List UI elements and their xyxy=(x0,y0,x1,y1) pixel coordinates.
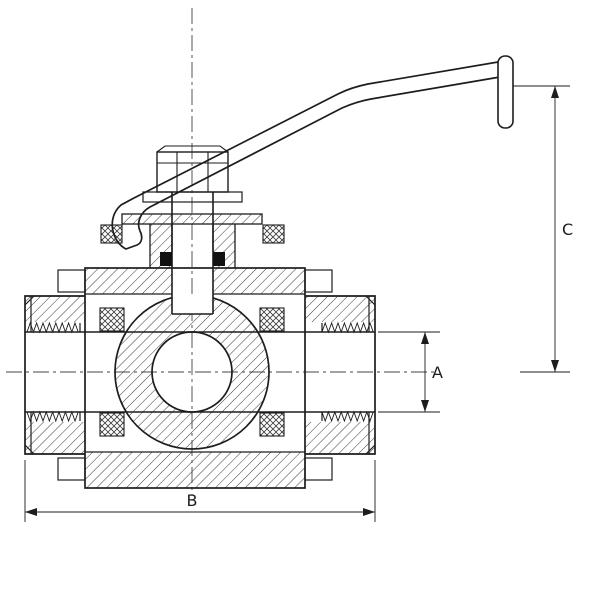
seat-left-top xyxy=(100,308,124,331)
cavity-lines xyxy=(85,293,305,453)
dim-a-arrow-top xyxy=(421,332,429,344)
ball-section-hatch xyxy=(115,295,270,450)
right-lug xyxy=(262,224,285,244)
dim-c-extension-lines xyxy=(513,85,570,373)
handle-grip-end xyxy=(497,55,514,129)
dim-b-arrow-left xyxy=(25,508,37,516)
dimension-b xyxy=(24,460,376,522)
pipe-threads xyxy=(26,321,374,423)
dim-a-arrow-bottom xyxy=(421,400,429,412)
seat-left-bottom xyxy=(100,413,124,436)
left-cap-hatch-bottom xyxy=(25,422,85,454)
thread-left-top xyxy=(26,321,79,334)
packing-right xyxy=(213,252,225,266)
right-lug-hatch xyxy=(263,225,284,243)
left-port xyxy=(24,295,85,455)
handle xyxy=(111,55,514,250)
right-cap-hatch-bottom xyxy=(305,422,375,454)
dimension-c xyxy=(513,85,570,373)
seat-right-bottom xyxy=(260,413,284,436)
body-hatch-top-right xyxy=(213,268,305,294)
thread-right-top xyxy=(321,321,374,334)
section-hatching xyxy=(25,214,375,488)
bonnet-plate-hatch xyxy=(122,214,262,224)
stem-washer xyxy=(142,191,243,203)
boss-bottom-left xyxy=(57,457,86,481)
dim-a-label: A xyxy=(432,363,443,382)
dim-c-arrow-top xyxy=(551,86,559,98)
dim-b-label: B xyxy=(187,491,198,510)
left-lug-hatch xyxy=(101,225,122,243)
right-port xyxy=(305,295,376,455)
dim-c-arrow-bottom xyxy=(551,360,559,372)
body-hatch-top-left xyxy=(85,268,172,294)
thread-right-bottom xyxy=(321,410,374,423)
body-hatch-bottom xyxy=(85,452,305,488)
packing-left xyxy=(160,252,172,266)
ball-bore xyxy=(151,331,233,413)
stem-assembly xyxy=(100,191,285,315)
thread-left-bottom xyxy=(26,410,79,423)
neck-walls xyxy=(149,224,236,268)
ball xyxy=(114,294,270,450)
right-cap-hatch-top xyxy=(305,296,375,322)
boss-top-left xyxy=(57,269,86,293)
body-block xyxy=(84,267,306,489)
dim-c-label: C xyxy=(562,220,573,239)
seat-outlines xyxy=(99,307,285,437)
boss-bottom-right xyxy=(304,457,333,481)
stem-slot-mask xyxy=(172,294,213,314)
left-cap-hatch-top xyxy=(25,296,85,322)
dimension-a xyxy=(378,331,440,413)
handle-lever xyxy=(111,61,501,250)
hex-nut xyxy=(156,145,229,193)
seat-right-top xyxy=(260,308,284,331)
dim-a-extension-lines xyxy=(378,331,440,413)
dim-b-arrow-right xyxy=(363,508,375,516)
boss-top-right xyxy=(304,269,333,293)
bonnet-plate xyxy=(121,213,263,225)
